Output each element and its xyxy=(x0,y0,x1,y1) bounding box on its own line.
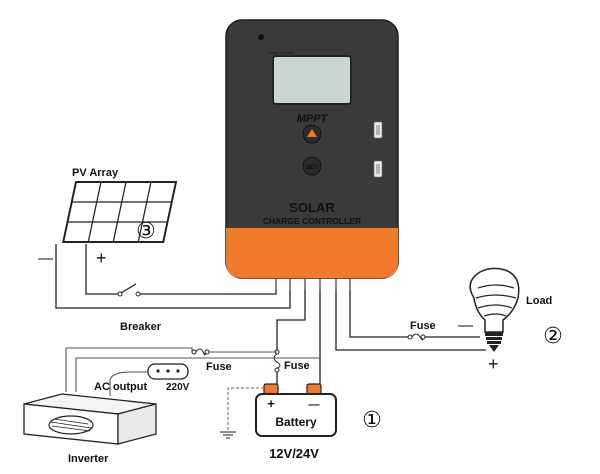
load-label: Load xyxy=(526,295,552,307)
ac-output-label: AC output xyxy=(94,381,147,393)
marker-3: ③ xyxy=(136,218,156,243)
fuse-load-label: Fuse xyxy=(410,320,436,332)
lcd-screen xyxy=(272,55,352,105)
load-plus-label: + xyxy=(488,354,499,374)
controller-title-line1: SOLAR xyxy=(289,200,335,215)
inverter-label: Inverter xyxy=(68,453,109,465)
solar-panel-icon xyxy=(62,181,178,243)
mppt-label: MPPT xyxy=(297,113,329,125)
pv-array-label: PV Array xyxy=(72,167,119,179)
battery-minus-label: — xyxy=(309,399,320,411)
battery-voltage-label: 12V/24V xyxy=(269,446,319,461)
fuse-inverter-label: Fuse xyxy=(206,361,232,373)
pv-minus-label: — xyxy=(38,250,53,267)
fuse-icon xyxy=(407,333,426,341)
battery-plus-label: + xyxy=(267,396,275,411)
load-minus-label: — xyxy=(458,317,473,334)
breaker-label: Breaker xyxy=(120,321,162,333)
ac-outlet-strip xyxy=(147,363,189,380)
battery-icon xyxy=(255,383,337,437)
controller-title-line2: CHARGE CONTROLLER xyxy=(263,216,361,226)
fuse-icon xyxy=(273,349,281,373)
breaker-switch-icon xyxy=(117,283,141,297)
fuse-battery-label: Fuse xyxy=(284,360,310,372)
set-label: SET xyxy=(306,165,318,171)
usb-port-icon xyxy=(373,121,383,139)
battery-label: Battery xyxy=(275,415,317,429)
fuse-icon xyxy=(191,348,210,356)
marker-1: ① xyxy=(362,407,382,432)
status-led xyxy=(258,34,264,40)
brand-small-text: Smart Solution xyxy=(268,50,294,55)
marker-2: ② xyxy=(543,323,563,348)
up-arrow-icon xyxy=(307,129,317,137)
charge-controller: Smart Solution MPPT SET SOLAR CHARGE CON… xyxy=(225,19,399,290)
light-bulb-icon xyxy=(469,267,520,352)
inverter-icon xyxy=(23,393,157,445)
controller-terminals xyxy=(275,278,351,290)
usb-port-icon xyxy=(373,160,383,178)
pv-plus-label: + xyxy=(96,248,107,268)
voltage-ac-label: 220V xyxy=(166,382,190,393)
ground-icon xyxy=(220,431,236,439)
set-button[interactable] xyxy=(302,156,322,176)
